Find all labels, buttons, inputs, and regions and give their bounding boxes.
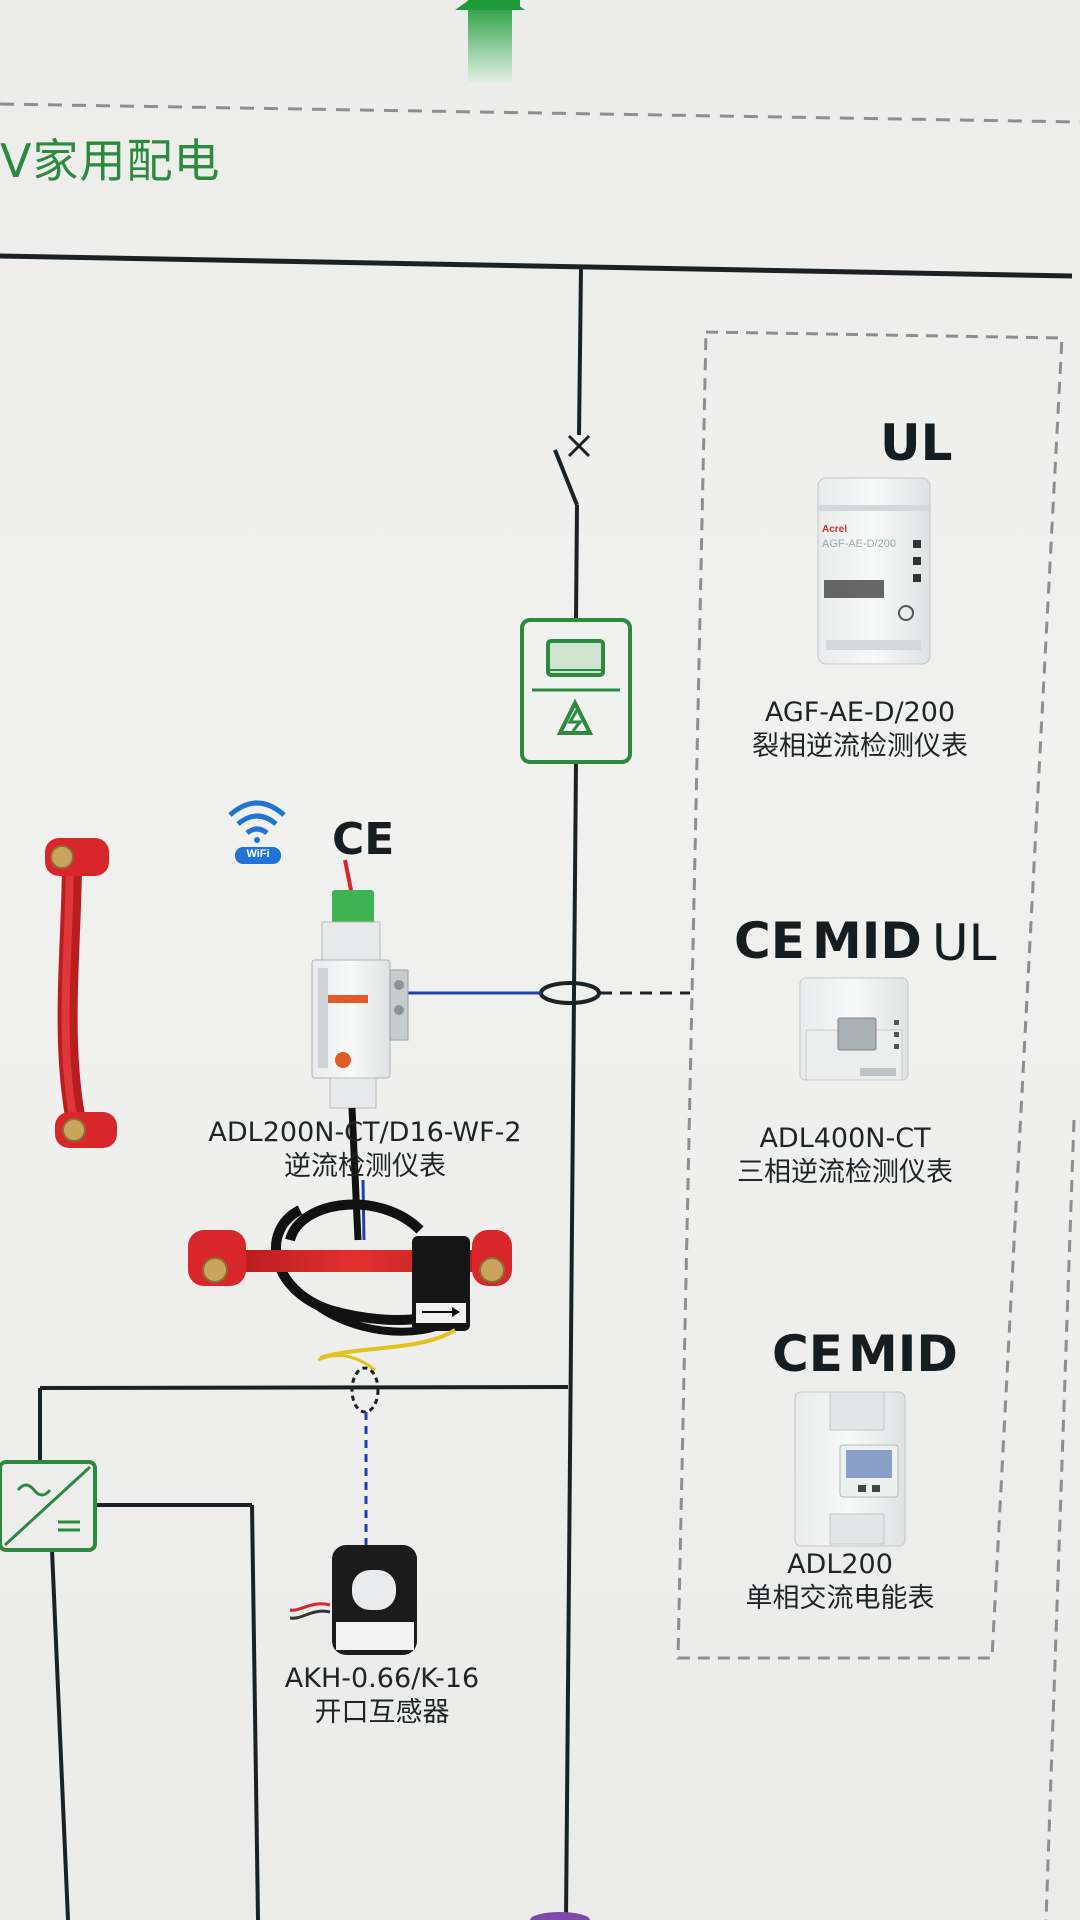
cert-mark-ce: CE — [332, 814, 395, 865]
cert-mark-mid: MID — [812, 912, 922, 970]
adl200-model: ADL200 — [787, 1549, 893, 1580]
main-busbar — [0, 253, 1073, 279]
adl200n-device — [311, 859, 409, 1241]
agf-label: AGF-AE-D/200 裂相逆流检测仪表 — [740, 696, 980, 764]
akh-ct-ring-icon — [350, 1366, 380, 1414]
feeder-line-upper — [577, 267, 583, 436]
outer-frame-edge — [1044, 1119, 1076, 1920]
breaker-switch-icon — [553, 434, 591, 506]
red-cable-left — [45, 838, 117, 1148]
adl400-model: ADL400N-CT — [759, 1123, 931, 1154]
adl200-name: 单相交流电能表 — [745, 1583, 935, 1614]
cert-mark-ul: UL — [932, 914, 997, 972]
agf-face-brand: Acrel — [822, 524, 848, 535]
agf-meter-device — [817, 477, 931, 665]
akh-ct-device — [289, 1545, 417, 1655]
adl400-name: 三相逆流检测仪表 — [737, 1157, 953, 1188]
akh-name: 开口互感器 — [314, 1697, 450, 1728]
adl200n-name: 逆流检测仪表 — [284, 1151, 446, 1182]
board-title: V家用配电 — [0, 134, 221, 188]
adl200n-model: ADL200N-CT/D16-WF-2 — [208, 1117, 522, 1148]
busbar-with-ct — [188, 1199, 512, 1372]
adl400-meter-device — [799, 977, 909, 1081]
feeder-line-lower — [564, 761, 578, 1920]
cert-mark-mid: MID — [848, 1325, 958, 1383]
cert-mark-ul: UL — [880, 414, 953, 472]
cert-mark-ce: CE — [772, 1325, 843, 1383]
agf-face-model: AGF-AE-D/200 — [822, 538, 896, 550]
wifi-badge-text: WiFi — [246, 848, 270, 860]
agf-model: AGF-AE-D/200 — [764, 697, 956, 728]
branch-down-left — [50, 1549, 70, 1920]
energy-meter-icon — [520, 618, 632, 764]
wifi-icon — [228, 800, 286, 864]
flow-arrow-icon — [455, 0, 525, 85]
agf-name: 裂相逆流检测仪表 — [752, 731, 968, 762]
inverter-output-down — [250, 1504, 260, 1920]
adl200n-label: ADL200N-CT/D16-WF-2 逆流检测仪表 — [190, 1116, 540, 1184]
branch-line — [39, 1385, 569, 1390]
adl400-label: ADL400N-CT 三相逆流检测仪表 — [725, 1122, 965, 1190]
inverter-icon — [0, 1460, 97, 1552]
akh-label: AKH-0.66/K-16 开口互感器 — [262, 1662, 502, 1730]
adl200-label: ADL200 单相交流电能表 — [720, 1548, 960, 1616]
cert-mark-ce: CE — [734, 912, 805, 970]
bottom-connector — [530, 1912, 590, 1920]
akh-model: AKH-0.66/K-16 — [284, 1663, 480, 1694]
adl200n-wire — [361, 1179, 366, 1241]
feeder-line-mid — [574, 504, 579, 621]
ct-ring-icon — [539, 981, 601, 1005]
section-divider — [0, 102, 1080, 124]
adl200-meter-device — [794, 1391, 906, 1547]
